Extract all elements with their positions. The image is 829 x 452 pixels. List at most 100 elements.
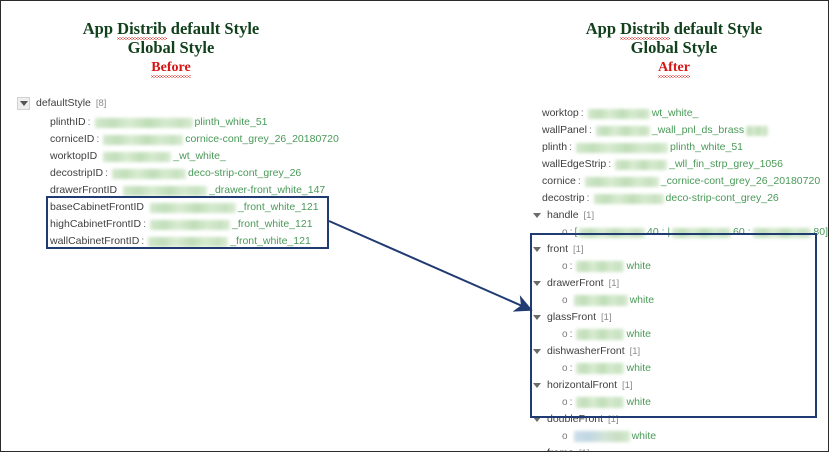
tree-property-row[interactable]: worktopID _wt_white_ [50, 148, 347, 165]
right-panel-title: App Distrib default Style Global Style A… [529, 19, 819, 78]
redacted-blur [576, 397, 625, 408]
tree-group-header[interactable]: dishwasherFront[1] [533, 343, 828, 360]
chevron-down-icon[interactable] [533, 213, 541, 218]
right-frame-group: frame[1]o : [ black 1 : black 2 : black … [533, 445, 828, 451]
property-separator: : [87, 116, 91, 128]
tree-group-value-row[interactable]: o : white [562, 394, 828, 411]
redacted-blur [595, 125, 650, 136]
tree-group-value-row[interactable]: o : [40 : |60 :80 ] [562, 224, 828, 241]
tree-property-row[interactable]: cornice : _cornice-cont_grey_26_20180720 [542, 173, 828, 190]
tree-property-row[interactable]: corniceID : cornice-cont_grey_26_2018072… [50, 131, 347, 148]
tree-group-value-row[interactable]: o : white [562, 360, 828, 377]
bracket-close: ] [825, 226, 828, 238]
group-label: front [547, 243, 569, 255]
property-value: cornice-cont_grey_26_20180720 [185, 133, 339, 145]
list-bullet: o [562, 329, 568, 340]
tree-group-header[interactable]: doubleFront[1] [533, 411, 828, 428]
property-separator: : [580, 107, 584, 119]
redacted-blur [752, 227, 812, 238]
left-title-line2: Global Style [127, 38, 215, 58]
tree-property-row[interactable]: wallCabinetFrontID : _front_white_121 [50, 233, 347, 250]
chevron-down-icon[interactable] [533, 281, 541, 286]
property-value: _wall_pnl_ds_brass [651, 124, 745, 136]
tree-property-row[interactable]: wallPanel : _wall_pnl_ds_brass [542, 122, 828, 139]
chevron-down-icon[interactable] [533, 247, 541, 252]
redacted-blur [576, 142, 669, 153]
handle-segment-value: 60 : [733, 226, 751, 238]
property-separator: : [608, 158, 612, 170]
left-tree: defaultStyle [8] plinthID : plinth_white… [17, 95, 347, 250]
value-separator: : [569, 226, 573, 238]
list-bullet: o [562, 261, 568, 272]
group-count: [1] [583, 210, 595, 221]
tree-group-header[interactable]: horizontalFront[1] [533, 377, 828, 394]
property-value: plinth_white_51 [194, 116, 268, 128]
tree-group-header[interactable]: handle[1] [533, 207, 828, 224]
right-row-list: worktop : wt_white_wallPanel : _wall_pnl… [542, 105, 828, 207]
tree-group-header[interactable]: glassFront[1] [533, 309, 828, 326]
right-title-spellcheck-word: Distrib [620, 19, 670, 41]
property-separator: : [105, 167, 109, 179]
redacted-blur [746, 125, 769, 136]
property-label: plinthID [50, 116, 86, 128]
tree-group-header[interactable]: front[1] [533, 241, 828, 258]
redacted-blur [123, 185, 208, 196]
left-tree-root[interactable]: defaultStyle [8] [17, 95, 347, 112]
property-label: worktopID [50, 150, 98, 162]
property-value: _drawer-front_white_147 [209, 184, 326, 196]
tree-group-value-row[interactable]: o white [562, 428, 828, 445]
chevron-down-icon[interactable] [533, 315, 541, 320]
right-title-suffix: default Style [669, 19, 763, 38]
chevron-down-icon[interactable] [533, 383, 541, 388]
redacted-blur [593, 193, 664, 204]
tree-property-row[interactable]: plinthID : plinth_white_51 [50, 114, 347, 131]
left-root-count: [8] [95, 98, 107, 109]
property-label: plinth [542, 141, 568, 153]
property-value: _front_white_121 [231, 218, 313, 230]
tree-property-row[interactable]: wallEdgeStrip : _wll_fin_strp_grey_1056 [542, 156, 828, 173]
redacted-blur [573, 431, 630, 442]
tree-property-row[interactable]: worktop : wt_white_ [542, 105, 828, 122]
group-count: [1] [608, 278, 620, 289]
group-value: white [626, 362, 651, 374]
chevron-down-icon[interactable] [533, 349, 541, 354]
redacted-blur [149, 202, 236, 213]
group-value: white [626, 328, 651, 340]
value-separator: : [569, 260, 573, 272]
left-subtitle: Before [151, 59, 192, 78]
value-separator: : [569, 396, 573, 408]
tree-group-header[interactable]: drawerFront[1] [533, 275, 828, 292]
chevron-down-icon[interactable] [17, 97, 30, 110]
value-separator: : [569, 362, 573, 374]
tree-property-row[interactable]: plinth : plinth_white_51 [542, 139, 828, 156]
right-tree: worktop : wt_white_wallPanel : _wall_pnl… [533, 105, 828, 451]
tree-group-value-row[interactable]: o white [562, 292, 828, 309]
redacted-blur [576, 329, 625, 340]
tree-group-value-row[interactable]: o : white [562, 326, 828, 343]
tree-property-row[interactable]: baseCabinetFrontID _front_white_121 [50, 199, 347, 216]
tree-group-header[interactable]: frame[1] [533, 445, 828, 451]
property-label: corniceID [50, 133, 95, 145]
redacted-blur [94, 117, 193, 128]
group-label: doubleFront [547, 413, 604, 425]
group-count: [1] [601, 312, 612, 323]
chevron-down-icon[interactable] [533, 417, 541, 422]
tree-property-row[interactable]: decostrip : deco-strip-cont_grey_26 [542, 190, 828, 207]
redacted-blur [587, 108, 650, 119]
property-label: decostripID [50, 167, 104, 179]
right-handle-group: handle[1]o : [40 : |60 :80 ] [533, 207, 828, 241]
property-label: wallPanel [542, 124, 587, 136]
group-label: dishwasherFront [547, 345, 625, 357]
tree-property-row[interactable]: highCabinetFrontID : _front_white_121 [50, 216, 347, 233]
redacted-blur [149, 219, 230, 230]
right-subtitle: After [658, 59, 690, 78]
tree-group-value-row[interactable]: o : white [562, 258, 828, 275]
left-root-label: defaultStyle [36, 97, 91, 109]
tree-property-row[interactable]: decostripID : deco-strip-cont_grey_26 [50, 165, 347, 182]
group-value: white [626, 260, 651, 272]
value-separator: : [569, 328, 573, 340]
tree-property-row[interactable]: drawerFrontID _drawer-front_white_147 [50, 182, 347, 199]
handle-segment-value: 80 [813, 226, 826, 238]
